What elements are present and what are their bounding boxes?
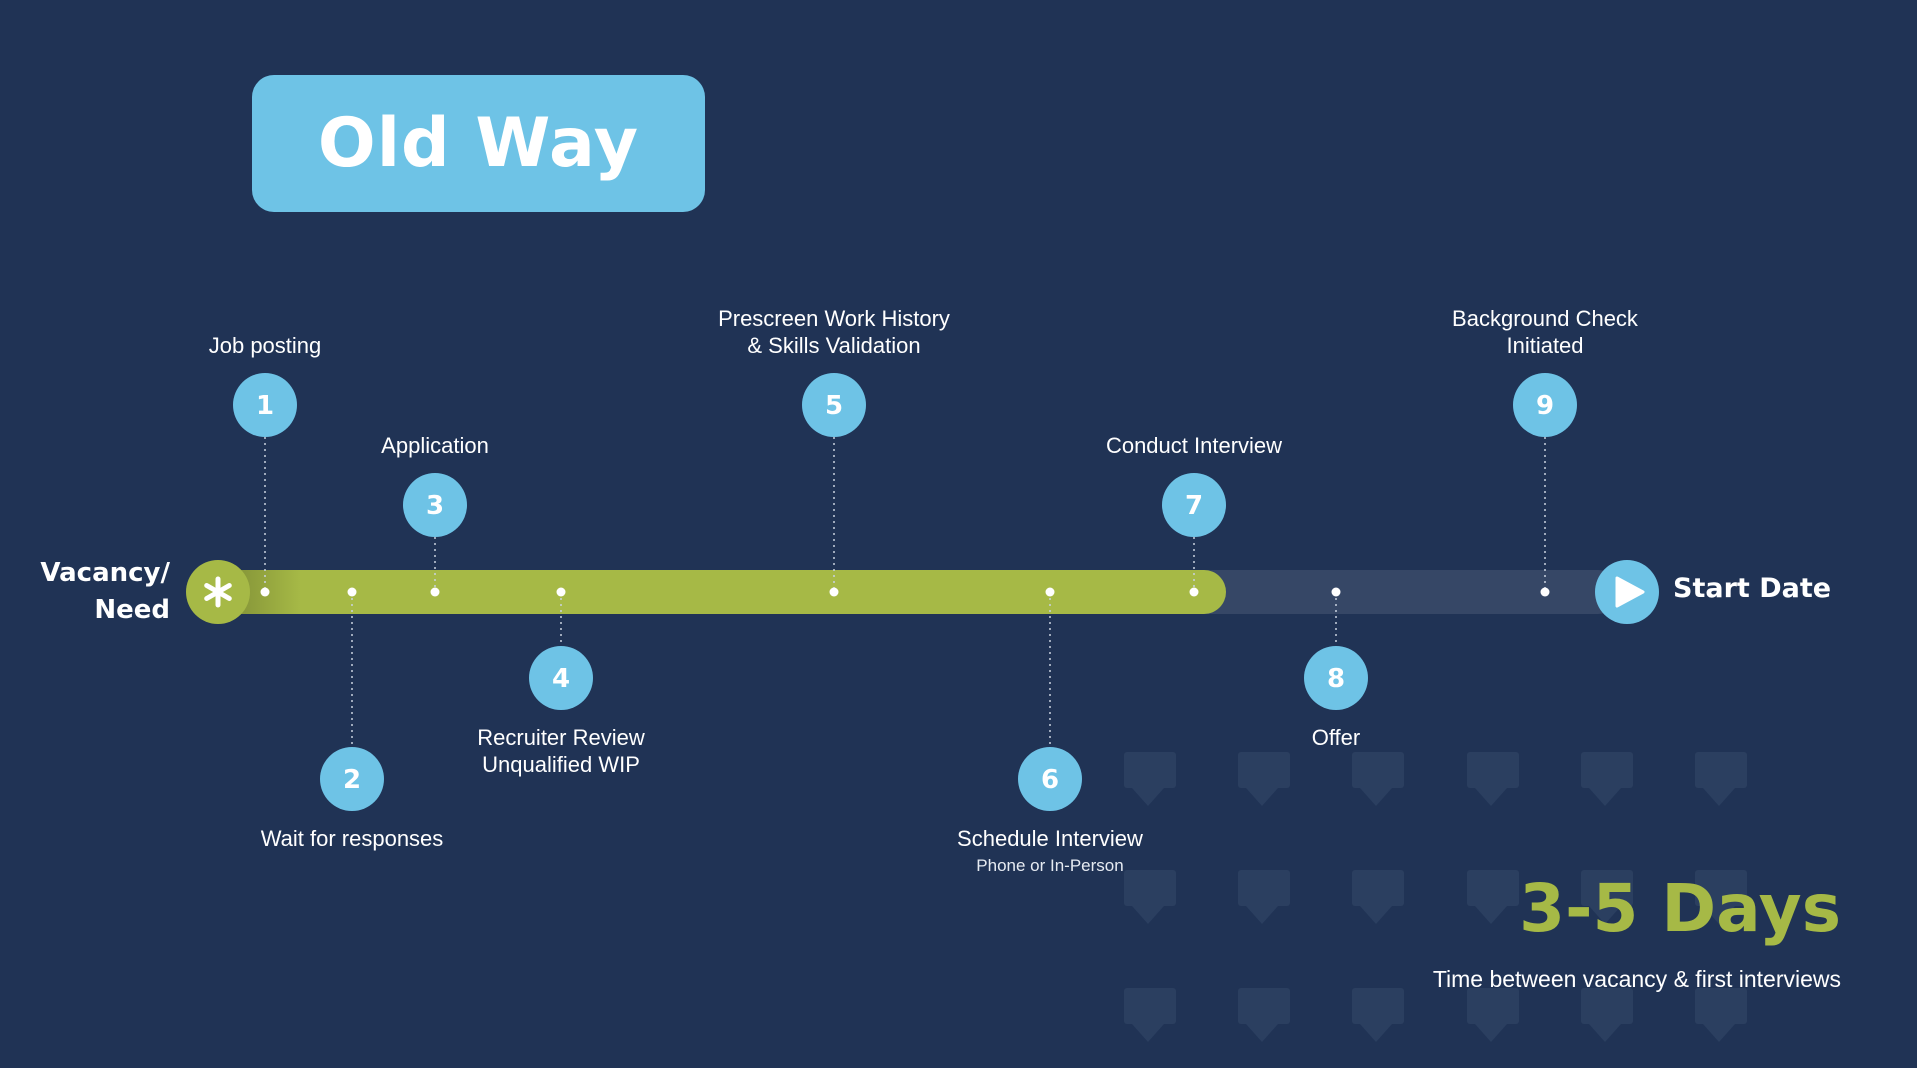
step-number-circle xyxy=(320,747,384,811)
asterisk-icon xyxy=(204,576,232,608)
step-label-line: Prescreen Work History xyxy=(718,306,950,331)
track-dot xyxy=(1045,587,1055,597)
start-label-line-1: Vacancy/ xyxy=(40,558,170,588)
start-marker xyxy=(186,560,250,624)
duration-value: 3-5 Days xyxy=(1519,870,1841,947)
track-dot xyxy=(556,587,566,597)
duration-caption: Time between vacancy & first interviews xyxy=(1432,966,1841,992)
track-dot xyxy=(1540,587,1550,597)
step-label-3: Application xyxy=(275,432,595,459)
speech-bubble-icon xyxy=(1238,870,1290,924)
track-dot xyxy=(1331,587,1341,597)
step-label-8: Offer xyxy=(1176,724,1496,751)
step-1: 1 xyxy=(233,373,297,597)
steps-layer: 1 2 3 4 5 6 7 8 9 xyxy=(233,373,1577,811)
step-number-circle xyxy=(1162,473,1226,537)
track-dot xyxy=(260,587,270,597)
step-number: 4 xyxy=(552,664,570,694)
step-number: 7 xyxy=(1185,491,1203,521)
start-label-line-2: Need xyxy=(94,595,170,625)
page-title: Old Way xyxy=(317,104,640,183)
speech-bubble-icon xyxy=(1695,752,1747,806)
step-label-1: Job posting xyxy=(105,332,425,359)
step-label-2: Wait for responses xyxy=(192,825,512,852)
step-number-circle xyxy=(403,473,467,537)
step-7: 7 xyxy=(1162,473,1226,597)
step-label-5: Prescreen Work History& Skills Validatio… xyxy=(674,305,994,359)
step-6: 6 xyxy=(1018,587,1082,811)
speech-bubble-icon xyxy=(1124,752,1176,806)
track-dot xyxy=(1189,587,1199,597)
step-label-6: Schedule Interview xyxy=(890,825,1210,852)
speech-bubble-icon xyxy=(1467,752,1519,806)
step-number: 6 xyxy=(1041,765,1059,795)
speech-bubble-icon xyxy=(1352,988,1404,1042)
step-label-line: Background Check xyxy=(1452,306,1638,331)
speech-bubble-icon xyxy=(1695,870,1747,924)
step-label-line: Unqualified WIP xyxy=(482,752,640,777)
step-label-line: Offer xyxy=(1311,725,1361,750)
step-number: 8 xyxy=(1327,664,1345,694)
step-label-line: Conduct Interview xyxy=(1105,433,1283,458)
speech-bubble-icon xyxy=(1467,988,1519,1042)
speech-bubble-icon xyxy=(1352,752,1404,806)
step-number-circle xyxy=(802,373,866,437)
step-8: 8 xyxy=(1304,587,1368,710)
step-number: 3 xyxy=(426,491,444,521)
step-number-circle xyxy=(1304,646,1368,710)
speech-bubble-icon xyxy=(1124,870,1176,924)
step-number: 5 xyxy=(825,391,843,421)
step-number: 1 xyxy=(256,391,274,421)
step-4: 4 xyxy=(529,587,593,710)
speech-bubble-icon xyxy=(1124,988,1176,1042)
speech-bubble-icon xyxy=(1467,870,1519,924)
step-number-circle xyxy=(1018,747,1082,811)
step-number-circle xyxy=(1513,373,1577,437)
track-dot xyxy=(347,587,357,597)
end-marker[interactable] xyxy=(1595,560,1659,624)
step-label-7: Conduct Interview xyxy=(1034,432,1354,459)
step-label-line: & Skills Validation xyxy=(747,333,921,358)
timeline-progress xyxy=(220,570,1226,614)
step-number-circle xyxy=(233,373,297,437)
step-number: 9 xyxy=(1536,391,1554,421)
speech-bubble-icon xyxy=(1581,870,1633,924)
step-label-line: Job posting xyxy=(208,333,322,358)
step-2: 2 xyxy=(320,587,384,811)
title-banner: Old Way xyxy=(252,75,705,212)
step-label-line: Initiated xyxy=(1506,333,1584,358)
step-label-line: Wait for responses xyxy=(260,826,444,851)
step-label-line: Recruiter Review xyxy=(477,725,645,750)
speech-bubble-icon xyxy=(1581,988,1633,1042)
speech-bubble-icon xyxy=(1238,752,1290,806)
step-number-circle xyxy=(529,646,593,710)
step-sublabel-6: Phone or In-Person xyxy=(976,856,1124,875)
track-dot xyxy=(430,587,440,597)
track-dot xyxy=(829,587,839,597)
step-label-line: Application xyxy=(381,433,489,458)
start-label: Vacancy/ Need xyxy=(20,555,170,629)
speech-bubble-icon xyxy=(1238,988,1290,1042)
end-label: Start Date xyxy=(1673,573,1832,604)
speech-bubble-icon xyxy=(1581,752,1633,806)
step-3: 3 xyxy=(403,473,467,597)
step-number: 2 xyxy=(343,765,361,795)
step-9: 9 xyxy=(1513,373,1577,597)
speech-bubble-icon xyxy=(1352,870,1404,924)
speech-bubble-icon xyxy=(1695,988,1747,1042)
play-icon xyxy=(1615,576,1645,608)
step-5: 5 xyxy=(802,373,866,597)
step-label-line: Schedule Interview xyxy=(957,826,1143,851)
